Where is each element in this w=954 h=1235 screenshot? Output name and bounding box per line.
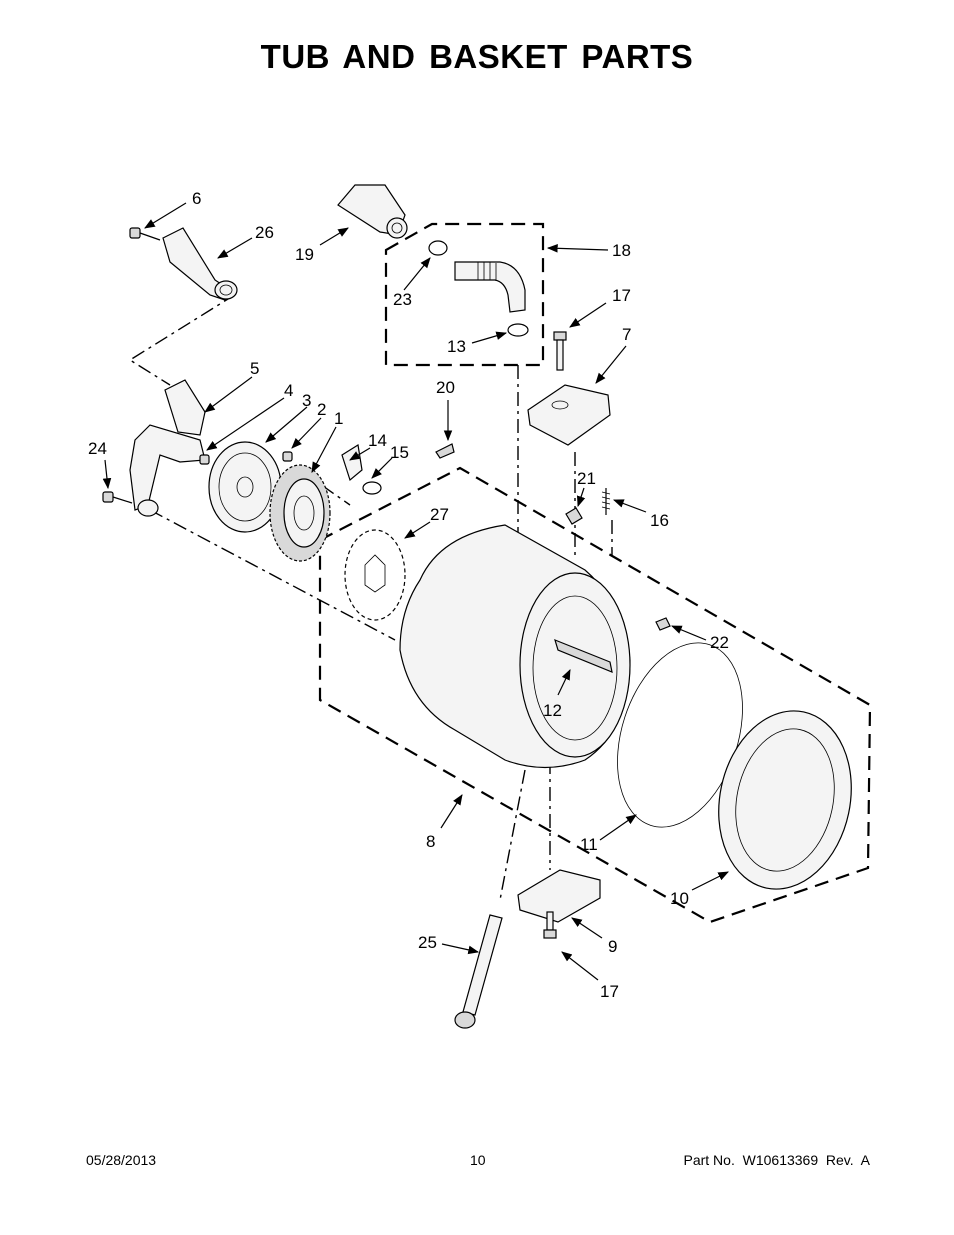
callout-3: 3 xyxy=(302,391,311,410)
part-16-spring[interactable] xyxy=(601,488,611,515)
assembly-boundaries xyxy=(318,222,872,924)
callout-4: 4 xyxy=(284,381,293,400)
part-17-bolt-bottom[interactable] xyxy=(543,911,557,939)
callout-18: 18 xyxy=(612,241,631,260)
leader-lines xyxy=(102,202,729,981)
callout-25: 25 xyxy=(418,933,437,952)
part-21-bracket[interactable] xyxy=(565,507,583,525)
callout-5: 5 xyxy=(250,359,259,378)
part-10-front-ring[interactable] xyxy=(703,698,868,901)
callout-labels: 6 26 19 18 23 17 13 7 5 4 3 2 1 14 15 20… xyxy=(88,189,729,1001)
part-2-screw[interactable] xyxy=(282,451,293,462)
part-27-seal[interactable] xyxy=(344,529,406,621)
tub-assembly-boundary xyxy=(318,466,872,924)
callout-23: 23 xyxy=(393,290,412,309)
callout-21: 21 xyxy=(577,469,596,488)
callout-10: 10 xyxy=(670,889,689,908)
callout-27: 27 xyxy=(430,505,449,524)
callout-9: 9 xyxy=(608,937,617,956)
part-5-hose[interactable] xyxy=(129,379,206,517)
part-4-screw[interactable] xyxy=(199,454,210,465)
part-9-weight[interactable] xyxy=(517,869,601,923)
part-19-vent[interactable] xyxy=(337,184,408,239)
footer-part-number: Part No. W10613369 Rev. A xyxy=(683,1152,870,1168)
part-26-nozzle[interactable] xyxy=(162,227,238,301)
callout-22: 22 xyxy=(710,633,729,652)
part-25-damper[interactable] xyxy=(454,914,503,1029)
callout-1: 1 xyxy=(334,409,343,428)
page-title: TUB AND BASKET PARTS xyxy=(260,38,694,75)
part-1-stator[interactable] xyxy=(269,464,331,562)
callout-12: 12 xyxy=(543,701,562,720)
part-20-screw[interactable] xyxy=(435,443,455,459)
callout-8: 8 xyxy=(426,832,435,851)
callout-26: 26 xyxy=(255,223,274,242)
part-17-bolt-top[interactable] xyxy=(553,331,567,371)
callout-19: 19 xyxy=(295,245,314,264)
callout-17-bottom: 17 xyxy=(600,982,619,1001)
callout-7: 7 xyxy=(622,325,631,344)
callout-14: 14 xyxy=(368,431,387,450)
callout-17: 17 xyxy=(612,286,631,305)
callout-13: 13 xyxy=(447,337,466,356)
callout-11: 11 xyxy=(580,835,598,854)
callout-6: 6 xyxy=(192,189,201,208)
part-22-nut[interactable] xyxy=(655,617,671,631)
part-6-screw[interactable] xyxy=(129,227,161,241)
callout-2: 2 xyxy=(317,400,326,419)
footer-date: 05/28/2013 xyxy=(86,1152,157,1168)
part-23-clamp[interactable] xyxy=(428,240,448,256)
part-14-sensor[interactable] xyxy=(341,444,363,482)
part-15-clip[interactable] xyxy=(362,481,382,495)
footer-page-number: 10 xyxy=(470,1152,486,1168)
hose-kit-boundary xyxy=(384,222,545,367)
part-18-hose[interactable] xyxy=(454,261,526,313)
callout-20: 20 xyxy=(436,378,455,397)
callout-15: 15 xyxy=(390,443,409,462)
tub-body[interactable] xyxy=(399,524,631,769)
part-7-weight[interactable] xyxy=(527,384,611,446)
part-13-clamp[interactable] xyxy=(507,323,529,337)
part-24-screw[interactable] xyxy=(102,491,133,504)
callout-16: 16 xyxy=(650,511,669,530)
callout-24: 24 xyxy=(88,439,107,458)
